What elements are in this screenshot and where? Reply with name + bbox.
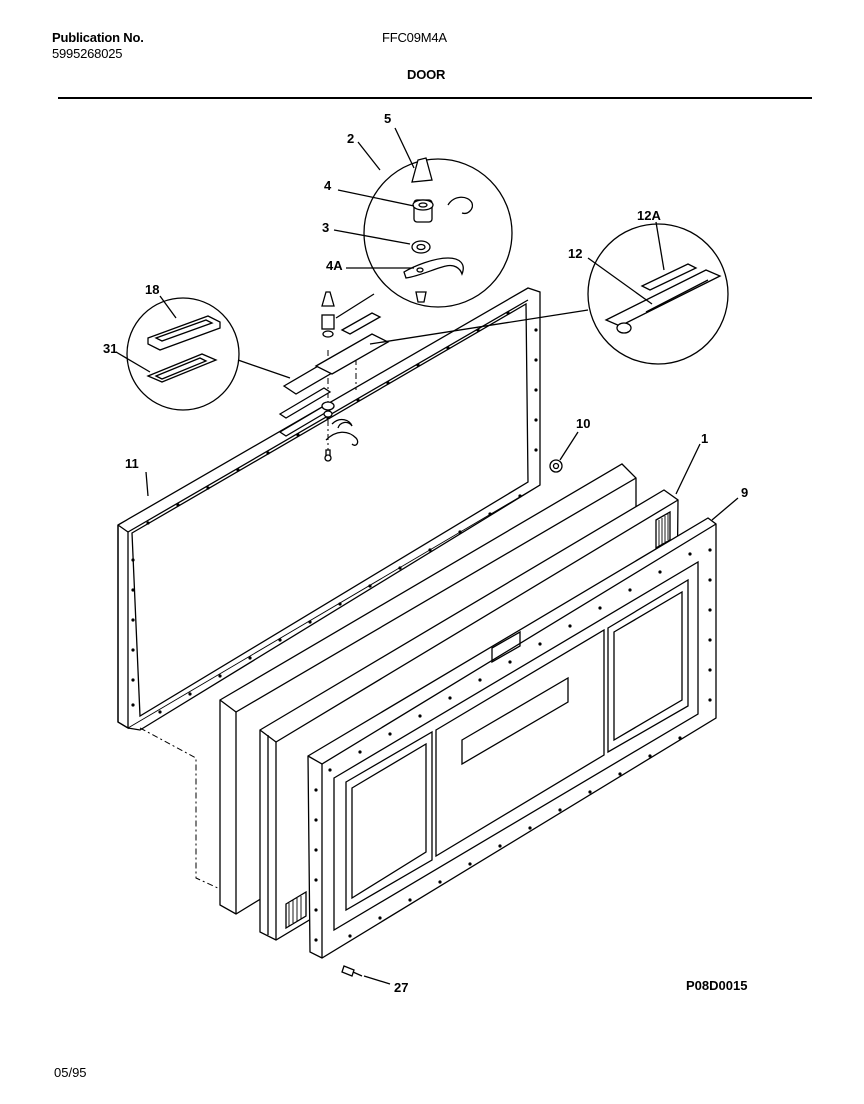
callout-31: 31 (103, 341, 117, 356)
lock-assembly (278, 291, 563, 473)
callout-3: 3 (322, 220, 329, 235)
detail-circle-lock (335, 157, 513, 319)
publication-label: Publication No. (52, 30, 144, 45)
callout-4a: 4A (326, 258, 343, 273)
detail-circle-cover (126, 297, 291, 411)
callout-12a: 12A (637, 208, 661, 223)
door-frame-11 (117, 287, 541, 731)
callout-11: 11 (125, 456, 139, 471)
callout-10: 10 (576, 416, 590, 431)
callout-leaders (115, 127, 739, 985)
section-title: DOOR (407, 67, 446, 82)
screw-27 (341, 965, 363, 977)
drawing-code: P08D0015 (686, 978, 747, 993)
alignment-line-left (139, 727, 245, 901)
door-liner-9 (307, 517, 717, 959)
callout-1: 1 (701, 431, 708, 446)
callout-4: 4 (324, 178, 332, 193)
model-number: FFC09M4A (382, 30, 447, 45)
publication-number: 5995268025 (52, 46, 123, 61)
callout-5: 5 (384, 111, 391, 126)
callout-12: 12 (568, 246, 582, 261)
revision-date: 05/95 (54, 1065, 87, 1080)
callout-18: 18 (145, 282, 159, 297)
callout-27: 27 (394, 980, 408, 995)
callout-9: 9 (741, 485, 748, 500)
callout-2: 2 (347, 131, 354, 146)
header-rule (58, 97, 812, 99)
detail-circle-handle-plate (369, 223, 729, 365)
